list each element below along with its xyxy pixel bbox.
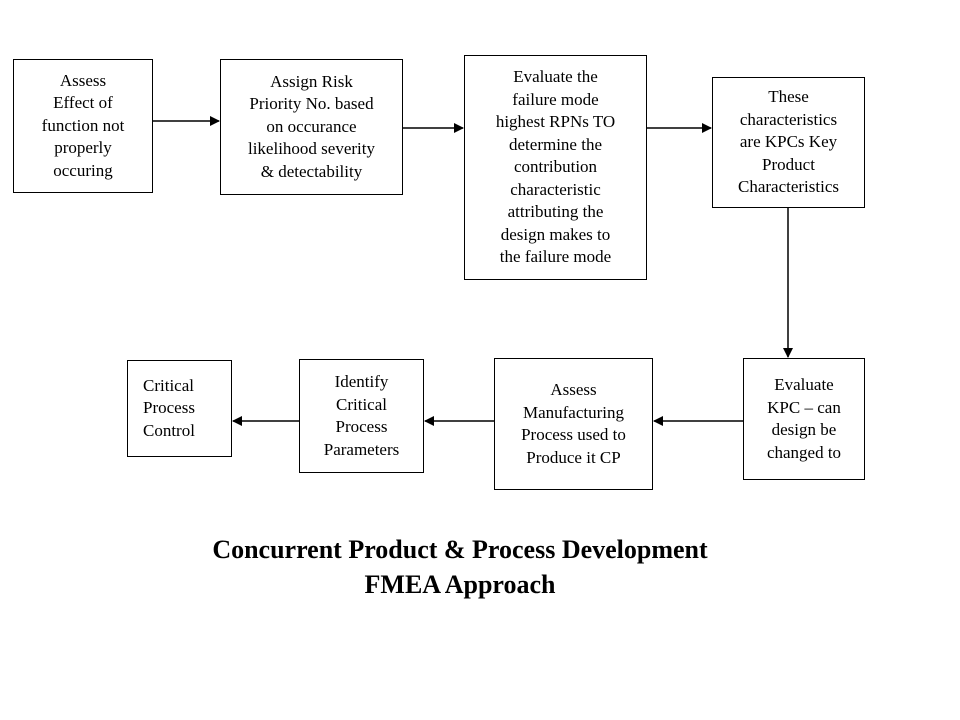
box-assess-manufacturing-process: Assess Manufacturing Process used to Pro…	[494, 358, 653, 490]
box-assess-effect: Assess Effect of function not properly o…	[13, 59, 153, 193]
box-critical-process-control: Critical Process Control	[127, 360, 232, 457]
box-identify-critical-parameters: Identify Critical Process Parameters	[299, 359, 424, 473]
box-evaluate-failure-mode: Evaluate the failure mode highest RPNs T…	[464, 55, 647, 280]
box-assign-risk-priority: Assign Risk Priority No. based on occura…	[220, 59, 403, 195]
box-evaluate-kpc: Evaluate KPC – can design be changed to	[743, 358, 865, 480]
box-key-product-characteristics: These characteristics are KPCs Key Produ…	[712, 77, 865, 208]
diagram-title: Concurrent Product & Process Development…	[212, 535, 708, 599]
